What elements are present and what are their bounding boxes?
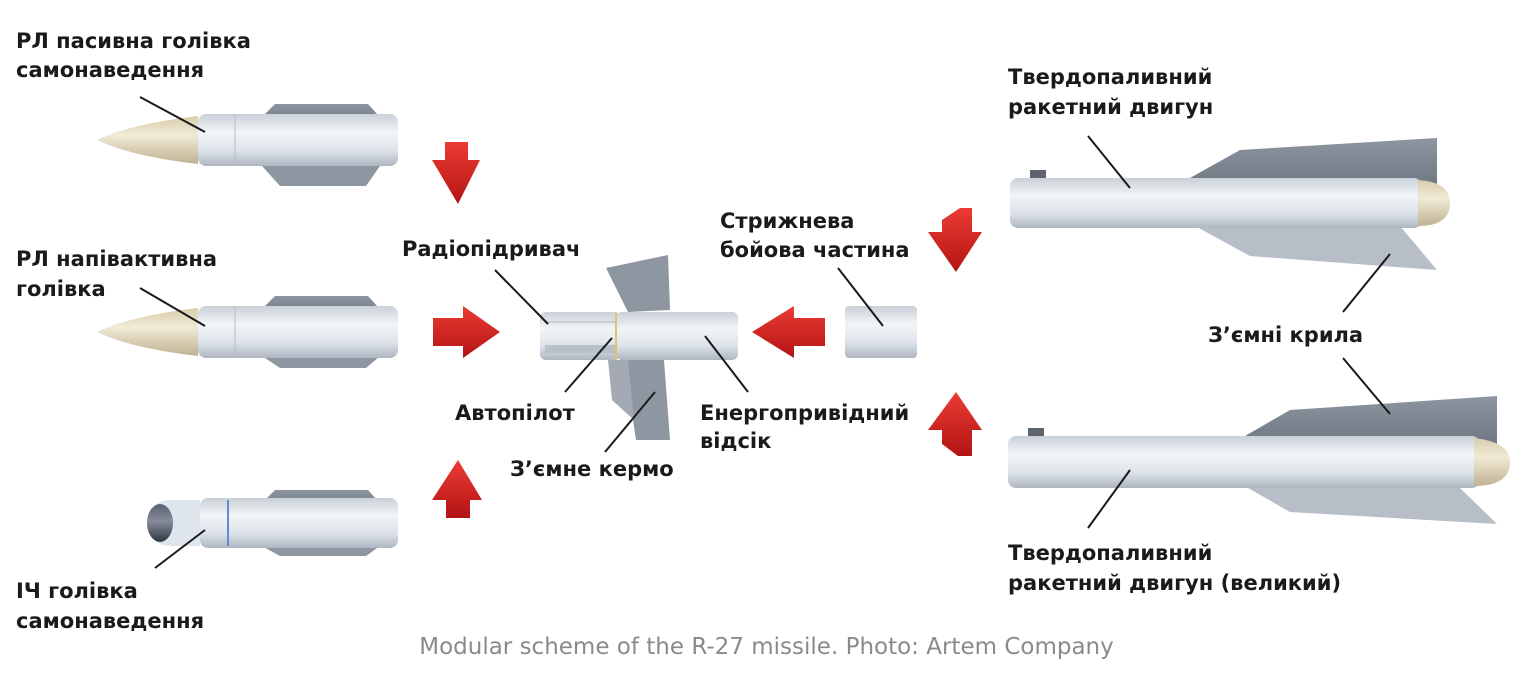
label-line: ракетний двигун <box>1008 95 1213 119</box>
arrow-up <box>432 460 482 518</box>
seeker-body <box>198 114 398 166</box>
label-radar-passive-head: РЛ пасивна голівка самонаведення <box>16 29 258 82</box>
label-radar-semiactive-head: РЛ напівактивна голівка <box>16 247 224 301</box>
leader-line <box>564 337 613 393</box>
wing <box>1245 396 1497 446</box>
leader-line <box>1087 469 1131 529</box>
leader-line <box>1342 357 1391 415</box>
leader-line <box>139 96 206 133</box>
label-power-compartment: Енергопривідний відсік <box>700 401 916 453</box>
solid-motor-module <box>1010 138 1450 270</box>
label-autopilot: Автопілот <box>455 401 576 425</box>
radar-nose-cone <box>97 308 198 356</box>
wing <box>1248 488 1497 524</box>
leader-line <box>1342 253 1391 313</box>
radar-nose-cone <box>97 116 198 164</box>
arrow-up-right <box>928 392 982 456</box>
seeker-fin <box>262 546 380 556</box>
leader-line <box>139 287 206 327</box>
rudder-fin <box>606 255 670 312</box>
radar-passive-seeker-module <box>97 104 398 186</box>
rod-warhead-module <box>845 306 917 358</box>
power-compartment-section <box>616 312 738 360</box>
radar-semiactive-seeker-module <box>97 296 398 368</box>
arrow-down-right <box>928 208 982 272</box>
label-line: самонаведення <box>16 609 204 633</box>
motor-body <box>1010 178 1422 228</box>
seeker-fin <box>262 356 380 368</box>
motor-nozzle <box>1418 180 1450 226</box>
seeker-body <box>198 306 398 358</box>
solid-motor-large-module <box>1008 396 1510 524</box>
label-line: самонаведення <box>16 58 204 82</box>
label-line: Твердопаливний <box>1008 65 1212 89</box>
ir-seeker-module <box>147 490 398 556</box>
label-rod-warhead: Стрижнева бойова частина <box>720 209 910 262</box>
autopilot-stripes <box>545 345 615 353</box>
arrow-left <box>752 306 825 358</box>
label-line: Енергопривідний <box>700 401 909 425</box>
arrow-down <box>432 142 480 204</box>
label-line: РЛ пасивна голівка <box>16 29 251 53</box>
seeker-fin <box>262 166 380 186</box>
rudder-fin <box>608 360 634 420</box>
seeker-body <box>200 498 398 548</box>
ir-dome <box>147 504 173 542</box>
label-line: ІЧ голівка <box>16 579 138 603</box>
leader-line <box>704 335 749 393</box>
label-ir-head: ІЧ голівка самонаведення <box>16 579 204 633</box>
figure-caption: Modular scheme of the R-27 missile. Phot… <box>419 634 1114 660</box>
leader-line <box>604 391 656 453</box>
leader-line <box>837 267 884 327</box>
label-removable-rudder: З’ємне кермо <box>510 457 674 481</box>
motor-nozzle <box>1474 438 1510 486</box>
rudder-fin <box>624 360 670 440</box>
leader-line <box>154 529 206 569</box>
wing <box>1195 226 1437 270</box>
label-line: ракетний двигун (великий) <box>1008 571 1341 595</box>
label-line: бойова частина <box>720 238 910 262</box>
label-radio-fuze: Радіопідривач <box>402 237 580 261</box>
leader-line <box>494 269 549 325</box>
leader-line <box>1087 135 1131 189</box>
label-removable-wings: З’ємні крила <box>1208 323 1363 347</box>
label-solid-motor-large: Твердопаливний ракетний двигун (великий) <box>1008 541 1341 595</box>
motor-body <box>1008 436 1480 488</box>
label-line: РЛ напівактивна <box>16 247 217 271</box>
label-line: відсік <box>700 429 771 453</box>
label-line: голівка <box>16 277 106 301</box>
central-module <box>540 255 738 440</box>
wing <box>1190 138 1437 188</box>
label-solid-motor: Твердопаливний ракетний двигун <box>1008 65 1220 119</box>
arrow-right <box>433 306 500 358</box>
label-line: Стрижнева <box>720 209 854 233</box>
label-line: Твердопаливний <box>1008 541 1212 565</box>
